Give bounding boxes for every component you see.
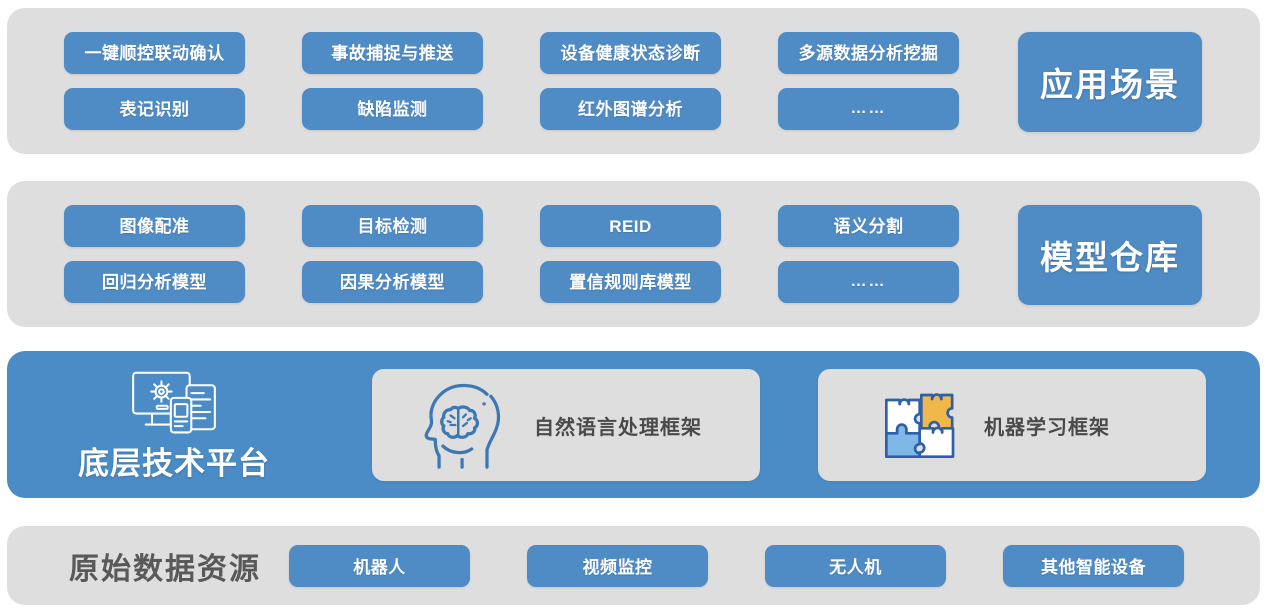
model-pill-grid: 图像配准 目标检测 REID 语义分割 回归分析模型 因果分析模型 置信规则库模… (64, 205, 959, 305)
platform-label: 底层技术平台 (78, 446, 270, 481)
puzzle-pieces-icon (885, 393, 955, 458)
section-label-model-repository: 模型仓库 (1018, 205, 1202, 305)
model-pill[interactable]: 置信规则库模型 (540, 261, 721, 303)
section-data-sources: 原始数据资源 机器人 视频监控 无人机 其他智能设备 (7, 526, 1260, 605)
data-source-pill[interactable]: 视频监控 (527, 544, 708, 587)
model-pill[interactable]: 目标检测 (302, 205, 483, 247)
brain-head-icon (424, 383, 501, 469)
platform-brand: 底层技术平台 (54, 363, 294, 488)
data-sources-row: 原始数据资源 机器人 视频监控 无人机 其他智能设备 (7, 526, 1260, 605)
scenario-pill[interactable]: 设备健康状态诊断 (540, 32, 721, 74)
section-label-application-scenarios: 应用场景 (1018, 32, 1202, 132)
model-pill[interactable]: 回归分析模型 (64, 261, 245, 303)
model-pill-more[interactable]: …… (778, 261, 959, 303)
section-label-text: 应用场景 (1040, 66, 1180, 103)
section-model-repository: 图像配准 目标检测 REID 语义分割 回归分析模型 因果分析模型 置信规则库模… (7, 181, 1260, 327)
scenario-pill[interactable]: 表记识别 (64, 88, 245, 130)
data-sources-label: 原始数据资源 (69, 552, 261, 586)
scenario-pill-more[interactable]: …… (778, 88, 959, 130)
framework-card-ml[interactable]: 机器学习框架 (818, 369, 1206, 481)
framework-label-ml: 机器学习框架 (984, 416, 1110, 439)
data-source-pill-list: 机器人 视频监控 无人机 其他智能设备 (289, 544, 1184, 587)
scenario-pill[interactable]: 红外图谱分析 (540, 88, 721, 130)
data-source-pill[interactable]: 无人机 (765, 544, 946, 587)
data-source-pill[interactable]: 其他智能设备 (1003, 544, 1184, 587)
model-pill[interactable]: REID (540, 205, 721, 247)
scenario-pill-grid: 一键顺控联动确认 事故捕捉与推送 设备健康状态诊断 多源数据分析挖掘 表记识别 … (64, 32, 959, 132)
scenario-pill[interactable]: 一键顺控联动确认 (64, 32, 245, 74)
framework-card-nlp[interactable]: 自然语言处理框架 (372, 369, 760, 481)
data-source-pill[interactable]: 机器人 (289, 544, 470, 587)
devices-gear-icon (132, 371, 216, 434)
section-label-text: 模型仓库 (1040, 239, 1180, 276)
section-application-scenarios: 一键顺控联动确认 事故捕捉与推送 设备健康状态诊断 多源数据分析挖掘 表记识别 … (7, 8, 1260, 154)
model-pill[interactable]: 语义分割 (778, 205, 959, 247)
scenario-pill[interactable]: 缺陷监测 (302, 88, 483, 130)
framework-label-nlp: 自然语言处理框架 (534, 416, 702, 439)
section-technology-platform: 底层技术平台 自然语言处理框架 (7, 351, 1260, 498)
model-pill[interactable]: 图像配准 (64, 205, 245, 247)
scenario-pill[interactable]: 事故捕捉与推送 (302, 32, 483, 74)
scenario-pill[interactable]: 多源数据分析挖掘 (778, 32, 959, 74)
model-pill[interactable]: 因果分析模型 (302, 261, 483, 303)
